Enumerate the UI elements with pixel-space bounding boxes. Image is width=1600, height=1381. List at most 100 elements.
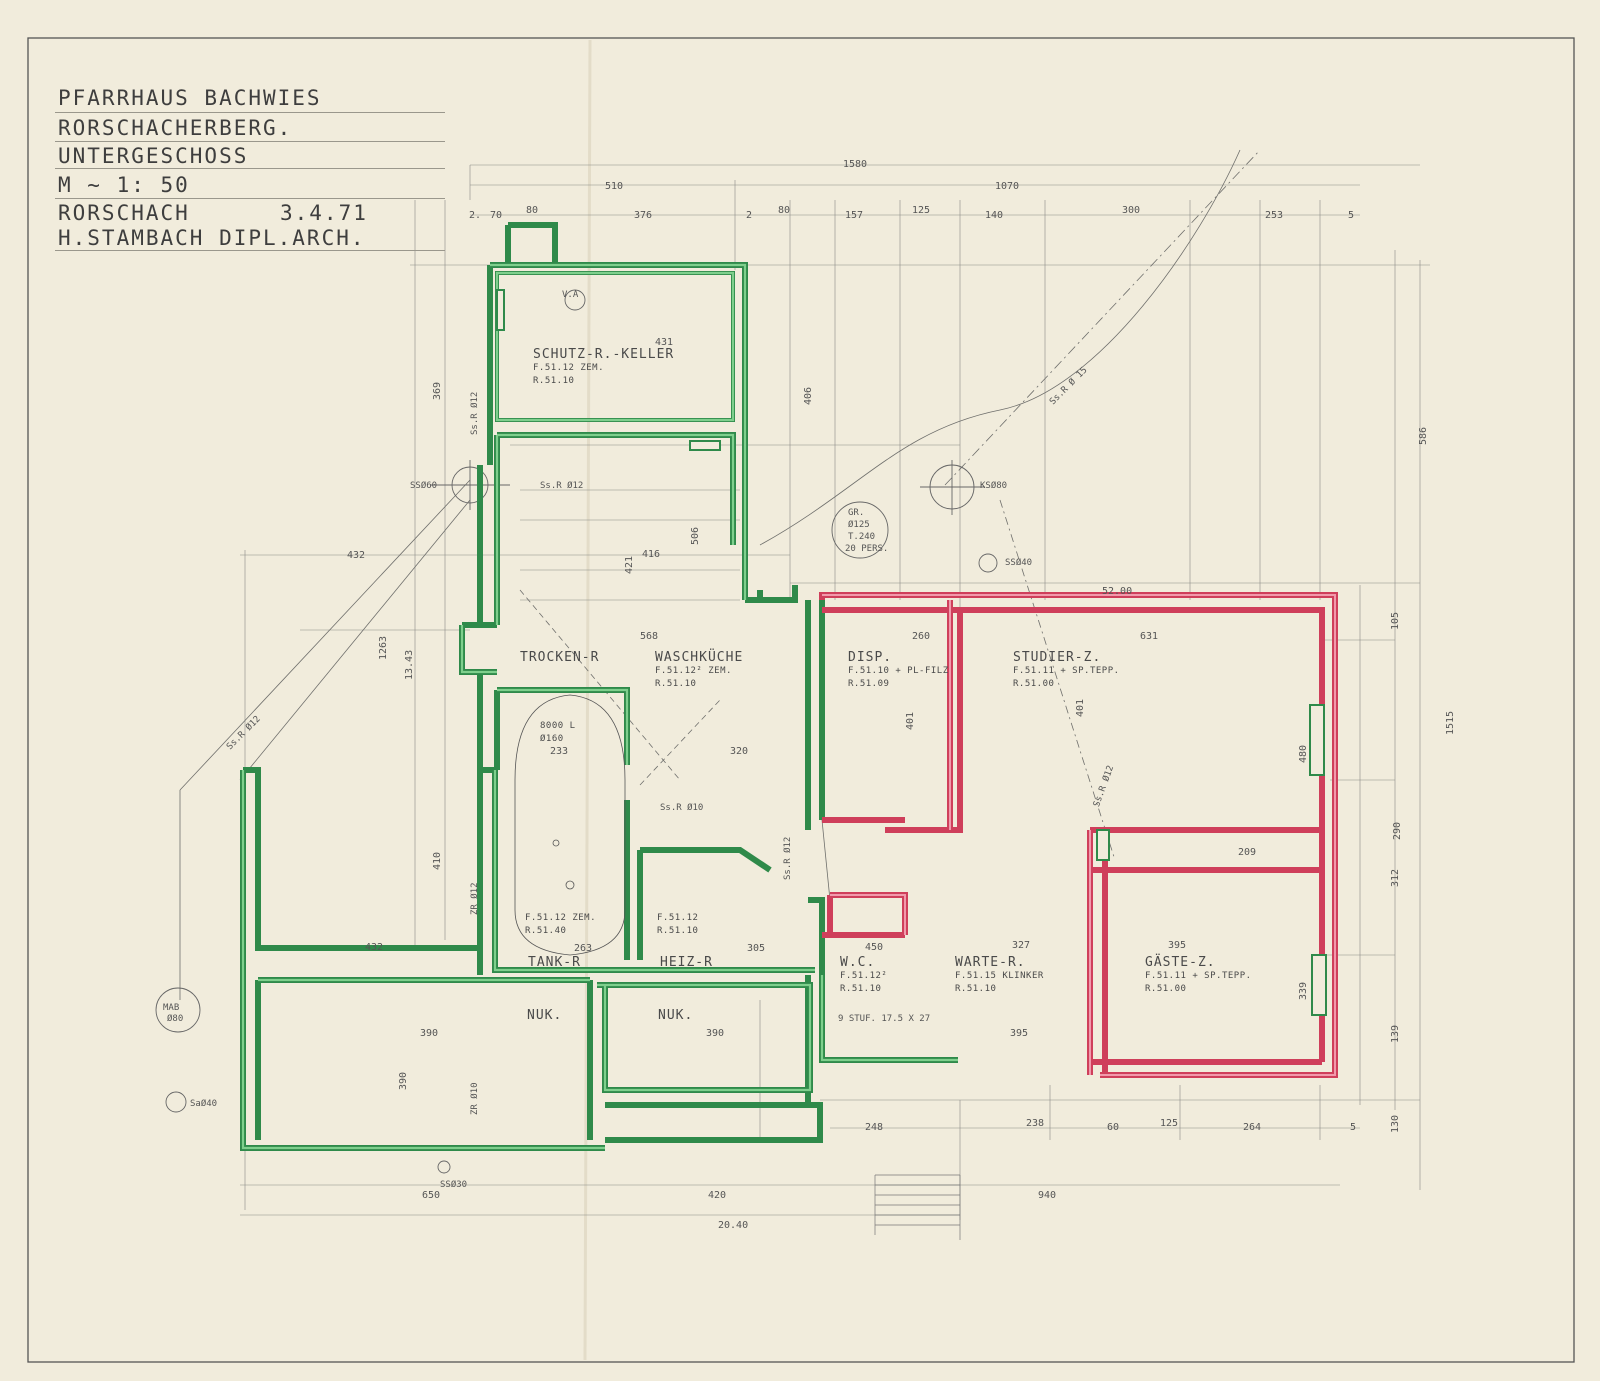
room-heiz: HEIZ-R bbox=[660, 955, 713, 970]
dim-top-row-2: 70 bbox=[490, 210, 503, 221]
note-sr12-d: Ss.R Ø12 bbox=[783, 836, 793, 880]
room-studier: STUDIER-Z. F.51.11 + SP.TEPP. R.51.00 bbox=[1013, 650, 1120, 691]
dim-233: 233 bbox=[550, 746, 569, 757]
title-rule-2 bbox=[55, 141, 445, 142]
room-nuk-2: NUK. bbox=[658, 1008, 693, 1023]
dim-bottom-row-3: 60 bbox=[1107, 1122, 1120, 1133]
dim-bottom-row-1: 248 bbox=[865, 1122, 884, 1133]
dim-sill-height: 52.00 bbox=[1102, 586, 1133, 597]
dim-395-b: 395 bbox=[1010, 1028, 1029, 1039]
dim-432-bottom: 432 bbox=[365, 942, 384, 953]
note-mab: MAB bbox=[163, 1003, 180, 1013]
dim-1515: 1515 bbox=[1445, 710, 1456, 735]
title-location: RORSCHACHERBERG. bbox=[58, 116, 293, 140]
dim-631: 631 bbox=[1140, 631, 1159, 642]
note-ss30: SSØ30 bbox=[440, 1180, 468, 1190]
note-sa40: SaØ40 bbox=[190, 1099, 218, 1109]
fold-line bbox=[583, 39, 592, 1361]
note-gr-3: T.240 bbox=[848, 532, 876, 542]
dim-bottom-650: 650 bbox=[422, 1190, 441, 1201]
title-project: PFARRHAUS BACHWIES bbox=[58, 86, 322, 110]
room-name: W.C. bbox=[840, 955, 876, 970]
dim-586: 586 bbox=[1418, 426, 1429, 445]
construction-lines bbox=[240, 164, 1430, 1220]
room-nuk-1: NUK. bbox=[527, 1008, 562, 1023]
title-rule-3 bbox=[55, 168, 445, 169]
note-zr12: ZR Ø12 bbox=[470, 882, 480, 915]
dim-overall-top: 1580 bbox=[843, 159, 868, 170]
room-ceiling-spec: R.51.10 bbox=[655, 679, 697, 689]
title-scale: M ~ 1: 50 bbox=[58, 173, 190, 197]
title-architect: H.STAMBACH DIPL.ARCH. bbox=[58, 226, 366, 250]
title-rule-5 bbox=[55, 250, 445, 251]
room-ceiling-spec: R.51.10 bbox=[533, 376, 575, 386]
tank-diameter: Ø160 bbox=[540, 734, 564, 744]
dim-406: 406 bbox=[803, 386, 814, 405]
room-name: HEIZ-R bbox=[660, 955, 713, 970]
room-name: NUK. bbox=[658, 1008, 694, 1023]
note-stair: 9 STUF. 17.5 X 27 bbox=[838, 1014, 931, 1024]
note-gr-1: GR. bbox=[848, 508, 865, 518]
room-floor-spec: F.51.12² ZEM. bbox=[655, 666, 732, 676]
exterior-stairs bbox=[874, 1174, 961, 1240]
dim-410: 410 bbox=[432, 851, 443, 870]
note-gr-2: Ø125 bbox=[848, 520, 870, 530]
room-name: GÄSTE-Z. bbox=[1145, 955, 1216, 970]
room-ceiling-spec: R.51.00 bbox=[1145, 984, 1187, 994]
tank-symbol bbox=[514, 694, 626, 956]
note-ss60: SSØ60 bbox=[410, 481, 438, 491]
room-name: SCHUTZ-R.-KELLER bbox=[533, 347, 675, 362]
room-gaeste: GÄSTE-Z. F.51.11 + SP.TEPP. R.51.00 bbox=[1145, 955, 1252, 996]
room-floor-spec: F.51.10 + PL-FILZ bbox=[848, 666, 949, 676]
room-ceiling-spec: R.51.10 bbox=[657, 926, 699, 936]
note-zr10: ZR Ø10 bbox=[470, 1082, 480, 1115]
dim-top-a: 510 bbox=[605, 181, 624, 192]
room-name: DISP. bbox=[848, 650, 893, 665]
dim-390-a: 390 bbox=[420, 1028, 439, 1039]
heiz-room-spec: F.51.12 R.51.10 bbox=[657, 912, 698, 938]
room-ceiling-spec: R.51.00 bbox=[1013, 679, 1055, 689]
room-wc: W.C. F.51.12² R.51.10 bbox=[840, 955, 887, 996]
dim-401-a: 401 bbox=[905, 711, 916, 730]
dim-480: 480 bbox=[1298, 744, 1309, 763]
room-name: WARTE-R. bbox=[955, 955, 1026, 970]
title-date: 3.4.71 bbox=[280, 201, 368, 225]
dim-130: 130 bbox=[1390, 1114, 1401, 1133]
dim-top-row-6: 80 bbox=[778, 205, 791, 216]
room-trocken: TROCKEN-R bbox=[520, 650, 599, 665]
room-ceiling-spec: R.51.40 bbox=[525, 926, 567, 936]
pipe-lines bbox=[179, 149, 1261, 1000]
room-floor-spec: F.51.12 ZEM. bbox=[525, 913, 597, 923]
room-floor-spec: F.51.12 ZEM. bbox=[533, 363, 605, 373]
room-name: STUDIER-Z. bbox=[1013, 650, 1102, 665]
room-warte: WARTE-R. F.51.15 KLINKER R.51.10 bbox=[955, 955, 1044, 996]
tank-room-spec: F.51.12 ZEM. R.51.40 bbox=[525, 912, 596, 938]
dim-421: 421 bbox=[624, 555, 635, 574]
room-tank: TANK-R bbox=[528, 955, 581, 970]
dim-top-row-11: 253 bbox=[1265, 210, 1284, 221]
room-ceiling-spec: R.51.10 bbox=[840, 984, 882, 994]
note-mab-2: Ø80 bbox=[167, 1014, 184, 1024]
dim-312: 312 bbox=[1390, 868, 1401, 887]
room-name: NUK. bbox=[527, 1008, 563, 1023]
room-floor-spec: F.51.11 + SP.TEPP. bbox=[1013, 666, 1120, 676]
dim-bottom-row-2: 238 bbox=[1026, 1118, 1045, 1129]
room-ceiling-spec: R.51.10 bbox=[955, 984, 997, 994]
dim-305: 305 bbox=[747, 943, 766, 954]
dim-327: 327 bbox=[1012, 940, 1031, 951]
dim-top-row-8: 125 bbox=[912, 205, 931, 216]
dim-bottom-total: 20.40 bbox=[718, 1220, 749, 1231]
dim-339: 339 bbox=[1298, 981, 1309, 1000]
dim-top-row-3: 80 bbox=[526, 205, 539, 216]
note-sr12-c: Ss.R Ø12 bbox=[470, 391, 480, 435]
dim-390-b: 390 bbox=[706, 1028, 725, 1039]
title-rule-1 bbox=[55, 112, 445, 113]
dim-top-row-9: 140 bbox=[985, 210, 1004, 221]
dim-390-c: 390 bbox=[398, 1071, 409, 1090]
red-walls-inner bbox=[822, 594, 1336, 1076]
dim-432-top: 432 bbox=[347, 550, 366, 561]
dim-209: 209 bbox=[1238, 847, 1257, 858]
shaft-symbols bbox=[155, 289, 998, 1174]
